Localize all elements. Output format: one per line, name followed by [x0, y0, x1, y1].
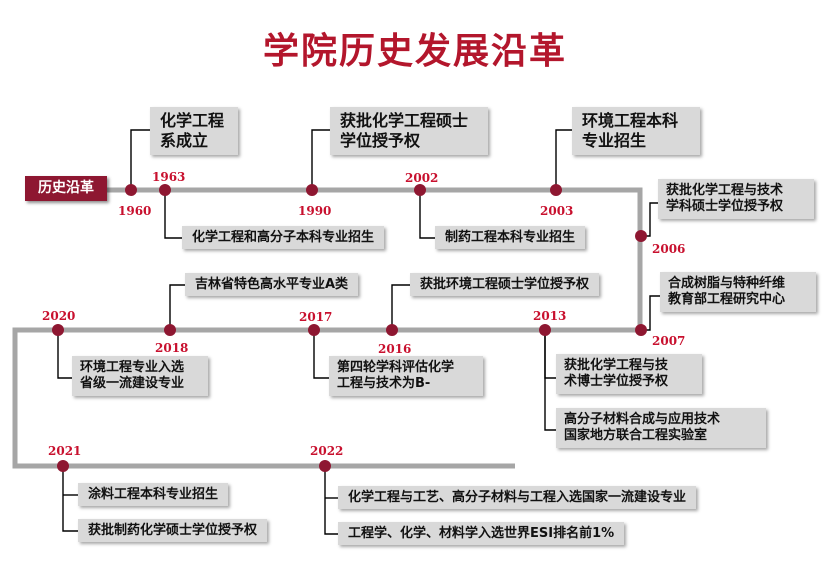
- event-2016-box: 获批环境工程硕士学位授予权: [410, 273, 600, 296]
- event-line: 高分子材料合成与应用技术: [564, 412, 721, 427]
- history-tag: 历史沿革: [25, 176, 107, 201]
- year-2018: 2018: [155, 341, 189, 355]
- event-line: 第四轮学科评估化学: [337, 360, 455, 375]
- event-2002-box: 制药工程本科专业招生: [435, 226, 586, 249]
- event-2021a-box: 涂料工程本科专业招生: [78, 483, 229, 506]
- year-2016: 2016: [378, 342, 412, 356]
- timeline-dots: [52, 184, 647, 472]
- year-2007: 2007: [652, 334, 686, 348]
- event-line: 合成树脂与特种纤维: [668, 276, 786, 291]
- event-line: 工程与技术为B-: [337, 376, 431, 391]
- event-line: 化学工程: [160, 111, 225, 130]
- event-line: 系成立: [160, 131, 209, 150]
- year-2021: 2021: [48, 444, 82, 458]
- year-1960: 1960: [118, 204, 152, 218]
- event-line: 环境工程本科: [582, 111, 679, 130]
- year-2022: 2022: [310, 444, 344, 458]
- event-2006-box: 获批化学工程与技术 学科硕士学位授予权: [658, 179, 814, 219]
- event-line: 学位授予权: [340, 131, 421, 150]
- event-line: 学科硕士学位授予权: [666, 199, 784, 214]
- page-title: 学院历史发展沿革: [262, 31, 567, 72]
- event-line: 术博士学位授予权: [564, 374, 669, 389]
- event-2013a-box: 获批化学工程与技 术博士学位授予权: [556, 354, 702, 394]
- event-2020-box: 环境工程专业入选 省级一流建设专业: [72, 356, 208, 396]
- event-line: 国家地方联合工程实验室: [564, 428, 708, 443]
- event-2018-box: 吉林省特色高水平专业A类: [185, 273, 359, 296]
- year-1990: 1990: [298, 204, 332, 218]
- event-2022a-box: 化学工程与工艺、高分子材料与工程入选国家一流建设专业: [338, 486, 697, 509]
- event-line: 省级一流建设专业: [80, 376, 185, 391]
- event-2013b-box: 高分子材料合成与应用技术 国家地方联合工程实验室: [556, 408, 766, 448]
- event-line: 教育部工程研究中心: [668, 292, 786, 307]
- year-2003: 2003: [540, 204, 574, 218]
- event-2003-box: 环境工程本科 专业招生: [572, 107, 700, 155]
- event-1990-box: 获批化学工程硕士 学位授予权: [330, 107, 488, 155]
- event-1960-box: 化学工程 系成立: [150, 107, 238, 155]
- year-1963: 1963: [152, 170, 186, 184]
- year-2002: 2002: [405, 171, 439, 185]
- event-line: 环境工程专业入选: [80, 360, 185, 375]
- event-2021b-box: 获批制药化学硕士学位授予权: [78, 519, 268, 542]
- year-2013: 2013: [533, 309, 567, 323]
- year-2020: 2020: [42, 309, 76, 323]
- year-2006: 2006: [652, 242, 686, 256]
- event-line: 获批化学工程硕士: [340, 111, 469, 130]
- event-line: 获批化学工程与技: [564, 358, 669, 373]
- event-2007-box: 合成树脂与特种纤维 教育部工程研究中心: [660, 272, 816, 312]
- event-line: 获批化学工程与技术: [666, 183, 784, 198]
- event-line: 专业招生: [582, 131, 647, 150]
- event-2022b-box: 工程学、化学、材料学入选世界ESI排名前1%: [338, 522, 625, 545]
- year-2017: 2017: [299, 310, 333, 324]
- event-1963-box: 化学工程和高分子本科专业招生: [182, 226, 385, 249]
- event-2017-box: 第四轮学科评估化学 工程与技术为B-: [329, 356, 483, 396]
